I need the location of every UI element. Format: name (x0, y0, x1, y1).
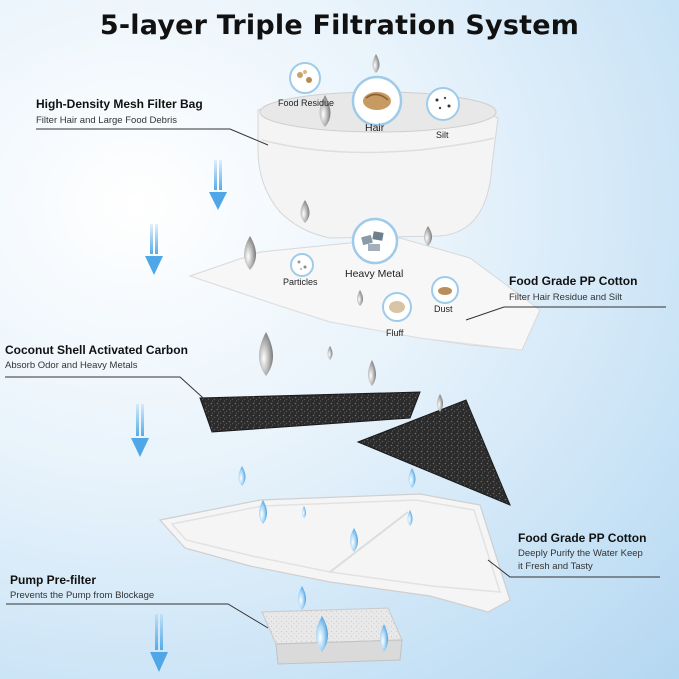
silt-label: Silt (436, 130, 449, 140)
layer-3-title: Coconut Shell Activated Carbon (5, 343, 188, 357)
dust-label: Dust (434, 304, 453, 314)
arrow-1 (209, 160, 227, 210)
particles-label: Particles (283, 277, 318, 287)
layer-3-desc: Absorb Odor and Heavy Metals (5, 360, 138, 371)
arrow-2 (145, 224, 163, 275)
layer-5-title: Pump Pre-filter (10, 573, 97, 587)
water-drops (244, 54, 443, 412)
layer-4-desc-line1: Deeply Purify the Water Keep (518, 548, 643, 559)
flow-arrows (131, 160, 227, 672)
activated-carbon (199, 391, 511, 506)
fluff-icon (382, 292, 412, 322)
arrow-4 (150, 614, 168, 672)
impurity-icons (289, 62, 460, 322)
pp-cotton-tray (158, 493, 511, 613)
leader-lines (5, 128, 666, 629)
food-residue-label: Food Residue (278, 98, 335, 108)
layer-4-desc-line2: it Fresh and Tasty (518, 561, 593, 572)
hair-label: Hair (365, 122, 385, 134)
heavy-metal-icon (351, 217, 399, 265)
hair-icon (351, 75, 403, 127)
particles-icon (290, 253, 314, 277)
dust-icon (431, 276, 459, 304)
layer-5-desc: Prevents the Pump from Blockage (10, 590, 155, 601)
pump-sponge (261, 607, 403, 665)
layer-2-title: Food Grade PP Cotton (509, 274, 638, 288)
fluff-label: Fluff (386, 328, 404, 338)
heavy-metal-label: Heavy Metal (345, 268, 404, 280)
layer-2-desc: Filter Hair Residue and Silt (509, 292, 622, 303)
clean-water-drops (238, 466, 416, 652)
page-title: 5-layer Triple Filtration System (99, 10, 580, 41)
layer-1-desc: Filter Hair and Large Food Debris (36, 115, 177, 126)
food-residue-icon (289, 62, 321, 94)
layer-4-title: Food Grade PP Cotton (518, 531, 647, 545)
layer-1-title: High-Density Mesh Filter Bag (36, 97, 203, 111)
arrow-3 (131, 404, 149, 457)
silt-icon (426, 87, 460, 121)
